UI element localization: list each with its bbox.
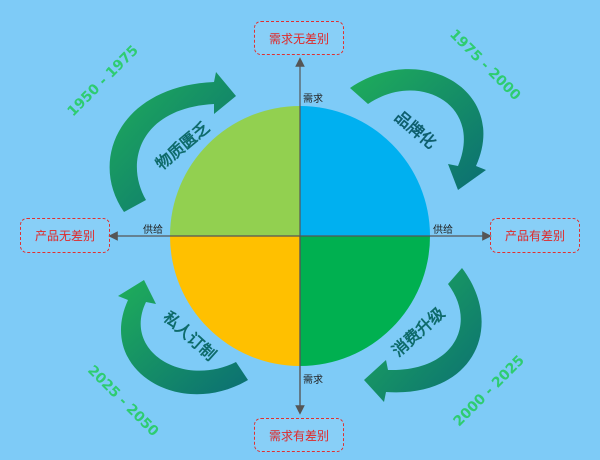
quadrant-top-right [300,106,430,236]
arrow-top-left [109,72,236,212]
arrow-top-right [350,69,486,190]
axis-name-demand-top: 需求 [303,94,323,105]
axis-name-demand-bottom: 需求 [303,375,323,386]
quadrant-top-left [170,106,300,236]
arrow-bottom-left [118,280,248,395]
label-right-product-difference: 产品有差别 [490,218,580,253]
label-top-demand-no-difference: 需求无差别 [254,21,344,55]
period-top-left: 1950 - 1975 [64,42,141,119]
label-bottom-demand-difference: 需求有差别 [254,418,344,452]
quadrant-name-top-right: 品牌化 [391,107,440,152]
axis-name-supply-right: 供给 [433,225,453,236]
quadrant-bottom-right [300,236,430,366]
quadrant-bottom-left [170,236,300,366]
arrow-bottom-right [364,268,482,402]
label-left-product-no-difference: 产品无差别 [20,218,110,253]
axis-name-supply-left: 供给 [143,225,163,236]
